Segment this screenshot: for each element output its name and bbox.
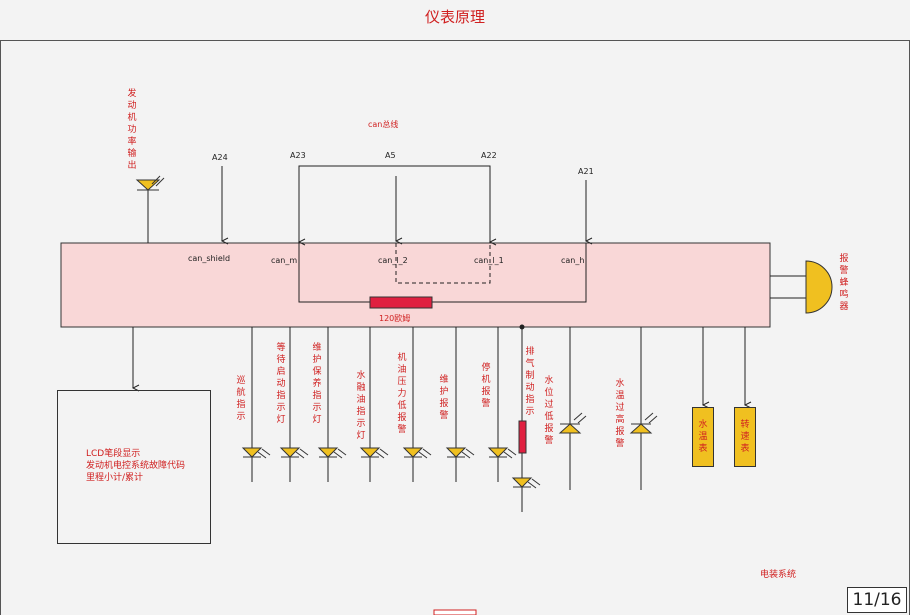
port-can-h: can_h (561, 256, 585, 265)
pin-a21: A21 (578, 167, 594, 176)
port-can-l-1: can_l_1 (474, 256, 504, 265)
footer-system-label: 电装系统 (760, 570, 797, 580)
resistor-label: 120欧姆 (379, 314, 411, 323)
indicator-water-in-fuel: 水融油指示灯 (356, 371, 366, 441)
a23-a22-loop (298, 165, 491, 243)
can-bus-label: can总线 (368, 120, 399, 129)
buzzer-icon (805, 260, 833, 314)
indicator-stop-alarm: 停机报警 (481, 363, 491, 409)
indicator-leds (241, 324, 658, 512)
termination-path (298, 243, 587, 303)
tachometer-gauge: 转速表 (734, 407, 756, 467)
port-can-l-2: can_l_2 (378, 256, 408, 265)
lcd-display-box: LCD笔段显示 发动机电控系统故障代码 里程小计/累计 (57, 390, 211, 544)
pin-a5: A5 (385, 151, 396, 160)
indicator-maintenance: 维护保养指示灯 (312, 343, 322, 425)
buzzer-label: 报警蜂鸣器 (839, 254, 849, 312)
ecu-module (60, 242, 771, 328)
header-divider (0, 40, 910, 41)
port-can-m: can_m (271, 256, 298, 265)
water-temp-gauge: 水温表 (692, 407, 714, 467)
indicator-maintenance-alarm: 维护报警 (439, 375, 449, 421)
pin-a22: A22 (481, 151, 497, 160)
page-number: 11/16 (847, 587, 907, 613)
page-title: 仪表原理 (424, 8, 485, 26)
engine-power-output-label: 发动机功率输出 (127, 89, 137, 171)
frame-left (0, 40, 1, 615)
lcd-description: LCD笔段显示 发动机电控系统故障代码 里程小计/累计 (86, 448, 185, 484)
pin-a23: A23 (290, 151, 306, 160)
indicator-exhaust-brake: 排气制动指示 (525, 347, 535, 417)
lcd-line-3: 里程小计/累计 (86, 473, 144, 483)
port-can-shield: can_shield (188, 254, 231, 263)
indicator-oil-pressure: 机油压力低报警 (397, 353, 407, 435)
internal-dashed-link (395, 243, 491, 284)
engine-power-led (135, 179, 161, 191)
lcd-line-2: 发动机电控系统故障代码 (86, 461, 186, 471)
indicator-wait-start: 等待启动指示灯 (276, 343, 286, 425)
indicator-cruise: 巡航指示 (236, 376, 246, 422)
lcd-line-1: LCD笔段显示 (86, 449, 141, 459)
indicator-water-temp-high: 水温过高报警 (615, 379, 625, 449)
indicator-water-level-low: 水位过低报警 (544, 376, 554, 446)
pin-a24: A24 (212, 153, 228, 162)
resistor-120-ohm (369, 296, 433, 309)
